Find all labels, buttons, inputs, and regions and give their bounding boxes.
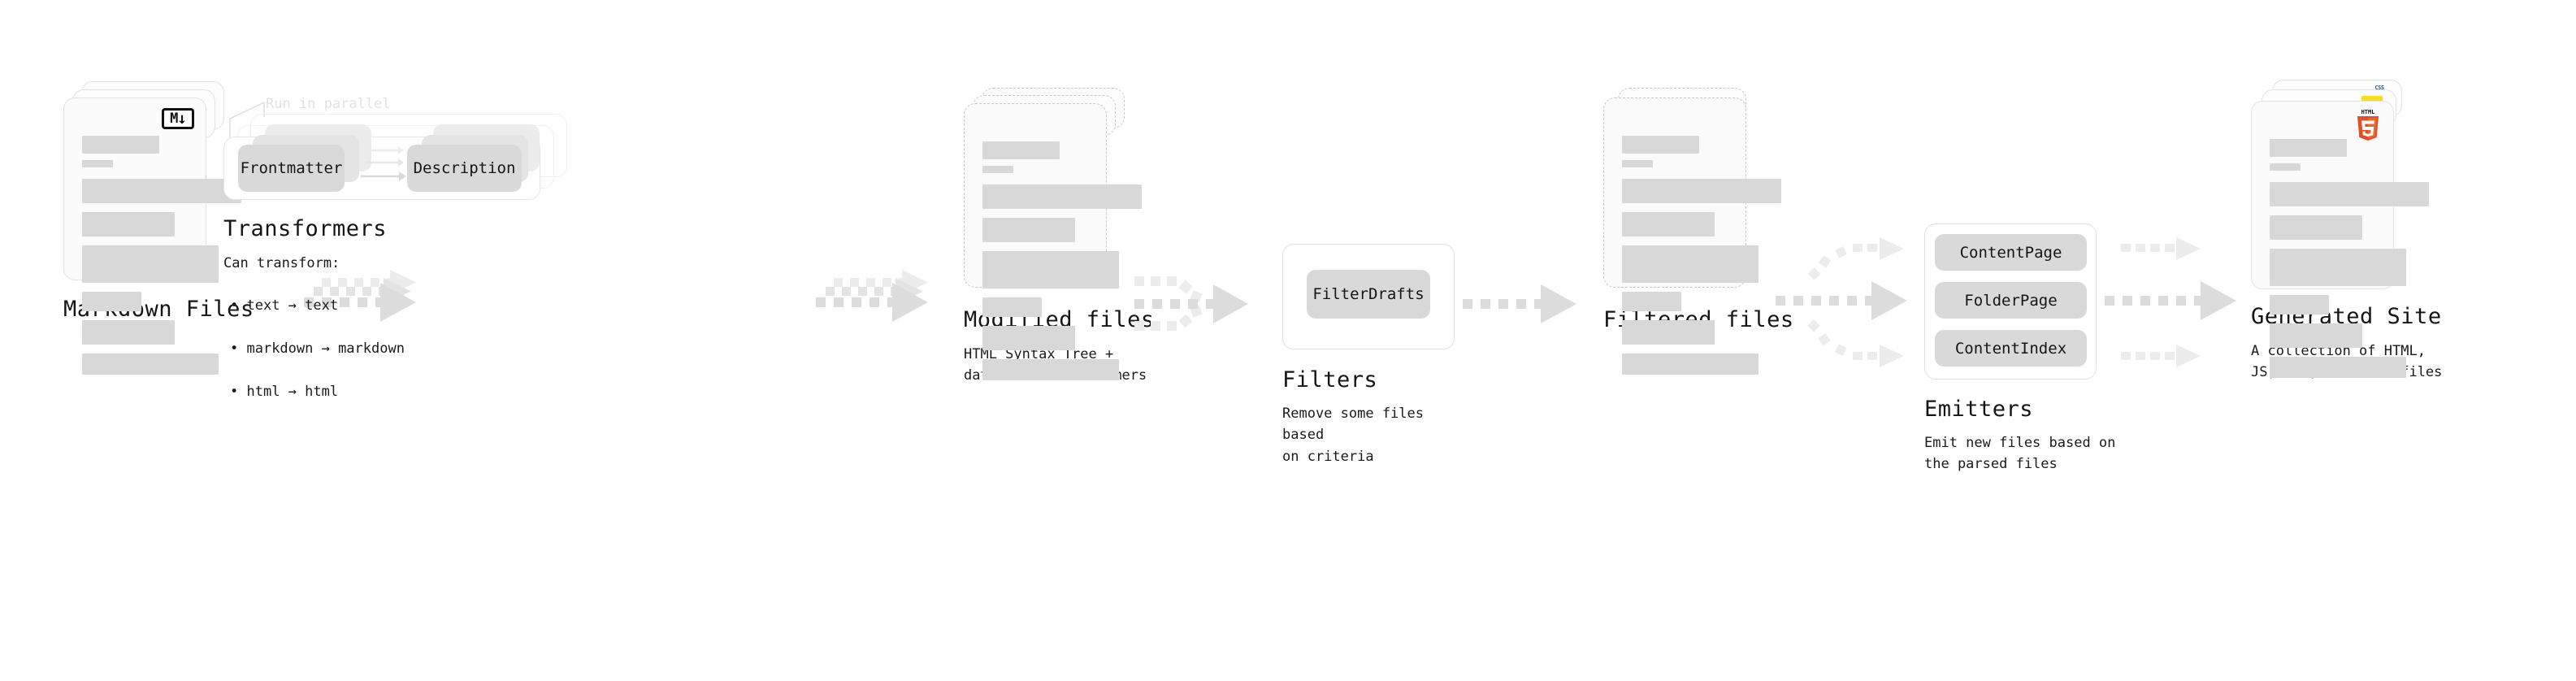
transformers-desc-heading: Can transform:: [223, 255, 340, 271]
page-title-emitters: Emitters: [1924, 397, 2034, 422]
chip-contentpage-label: ContentPage: [1959, 243, 2062, 262]
skeleton-bar: [1622, 179, 1781, 203]
emitters-desc: Emit new files based on the parsed files: [1924, 435, 2116, 473]
chip-contentindex[interactable]: ContentIndex: [1935, 330, 2087, 367]
page-title-transformers: Transformers: [223, 216, 388, 241]
markdown-file-card-front: M↓: [63, 98, 241, 375]
stage-markdown-files: M↓ Markdown Files: [63, 81, 254, 375]
filters-desc: Remove some files based on criteria: [1282, 406, 1424, 465]
skeleton-lines: [2270, 139, 2429, 378]
bullet-dot-icon: •: [230, 297, 247, 314]
chip-frontmatter-label: Frontmatter: [240, 159, 343, 177]
modified-file-card-front: [964, 103, 1142, 380]
skeleton-lines: [82, 136, 241, 375]
skeleton-bar: [82, 136, 159, 154]
skeleton-bar: [982, 218, 1075, 242]
arrow-transformers-to-modified-files: [816, 270, 928, 322]
list-item: • html → html: [230, 383, 339, 400]
filtered-file-stack: [1603, 88, 1781, 375]
skeleton-bar: [82, 179, 241, 203]
chip-folderpage[interactable]: FolderPage: [1935, 282, 2087, 319]
markdown-file-stack: M↓: [63, 81, 241, 375]
chip-contentpage[interactable]: ContentPage: [1935, 234, 2087, 271]
modified-file-stack: [964, 88, 1142, 380]
skeleton-bar: [982, 326, 1075, 350]
generated-site-file-stack: CSS HTML: [2251, 80, 2429, 378]
skeleton-bar: [2270, 182, 2429, 206]
chip-frontmatter[interactable]: Frontmatter: [238, 145, 345, 192]
skeleton-bar: [82, 212, 175, 236]
skeleton-bar: [2270, 323, 2362, 348]
skeleton-bar: [982, 251, 1119, 288]
skeleton-bar: [1622, 160, 1653, 167]
skeleton-bar: [1622, 136, 1699, 154]
chip-description-label: Description: [413, 159, 516, 177]
page-title-filters: Filters: [1282, 367, 1378, 393]
chip-contentindex-label: ContentIndex: [1954, 339, 2067, 358]
stage-generated-site: CSS HTML Generated Site A: [2251, 80, 2442, 384]
skeleton-lines: [1622, 136, 1781, 375]
list-item: • markdown → markdown: [230, 340, 405, 358]
transformers-bullet-list: • text → text • markdown → markdown • ht…: [230, 274, 405, 402]
skeleton-bar: [1622, 212, 1715, 236]
arrow-filters-to-filtered-files: [1463, 284, 1576, 323]
chip-filterdrafts[interactable]: FilterDrafts: [1307, 270, 1430, 319]
chip-description[interactable]: Description: [407, 145, 522, 192]
skeleton-bar: [982, 141, 1060, 159]
skeleton-bar: [2270, 295, 2329, 314]
chip-folderpage-label: FolderPage: [1964, 291, 2058, 310]
stage-modified-files: Modified files HTML Syntax Tree + data f…: [964, 88, 1155, 387]
skeleton-bar: [982, 359, 1119, 380]
arrow-modified-files-to-filters: [1134, 276, 1248, 331]
list-item: • text → text: [230, 297, 339, 314]
chip-filterdrafts-label: FilterDrafts: [1312, 285, 1425, 303]
skeleton-bar: [82, 320, 175, 345]
arrow-markdown-to-transformers: [304, 270, 416, 322]
skeleton-bar: [1622, 354, 1759, 375]
skeleton-bar: [2270, 215, 2362, 240]
skeleton-bar: [82, 292, 141, 311]
generated-file-card-html: HTML: [2251, 101, 2429, 378]
arrow-filtered-files-to-emitters: [1776, 237, 1907, 367]
bullet-dot-icon: •: [230, 383, 247, 400]
html5-badge-icon: HTML: [2354, 110, 2382, 141]
transformer-inner-arrows-icon: [361, 146, 406, 181]
skeleton-bar: [982, 184, 1142, 209]
skeleton-bar: [2270, 249, 2406, 286]
skeleton-bar: [2270, 163, 2301, 171]
markdown-badge-icon: M↓: [162, 108, 194, 129]
stage-filtered-files: Filtered files: [1603, 88, 1794, 375]
run-in-parallel-note: Run in parallel: [266, 96, 391, 112]
skeleton-bar: [2270, 357, 2406, 378]
arrow-emitters-to-generated-site: [2105, 237, 2236, 367]
skeleton-bar: [82, 160, 113, 167]
skeleton-bar: [82, 245, 219, 283]
skeleton-bar: [1622, 292, 1681, 311]
skeleton-bar: [1622, 245, 1759, 283]
bullet-dot-icon: •: [230, 340, 247, 358]
skeleton-bar: [82, 354, 219, 375]
skeleton-bar: [2270, 139, 2347, 157]
skeleton-bar: [1622, 320, 1715, 345]
skeleton-lines: [982, 141, 1142, 380]
skeleton-bar: [982, 297, 1042, 317]
run-in-parallel-connector-icon: [229, 102, 265, 140]
skeleton-bar: [982, 166, 1013, 173]
filtered-file-card-front: [1603, 98, 1781, 375]
